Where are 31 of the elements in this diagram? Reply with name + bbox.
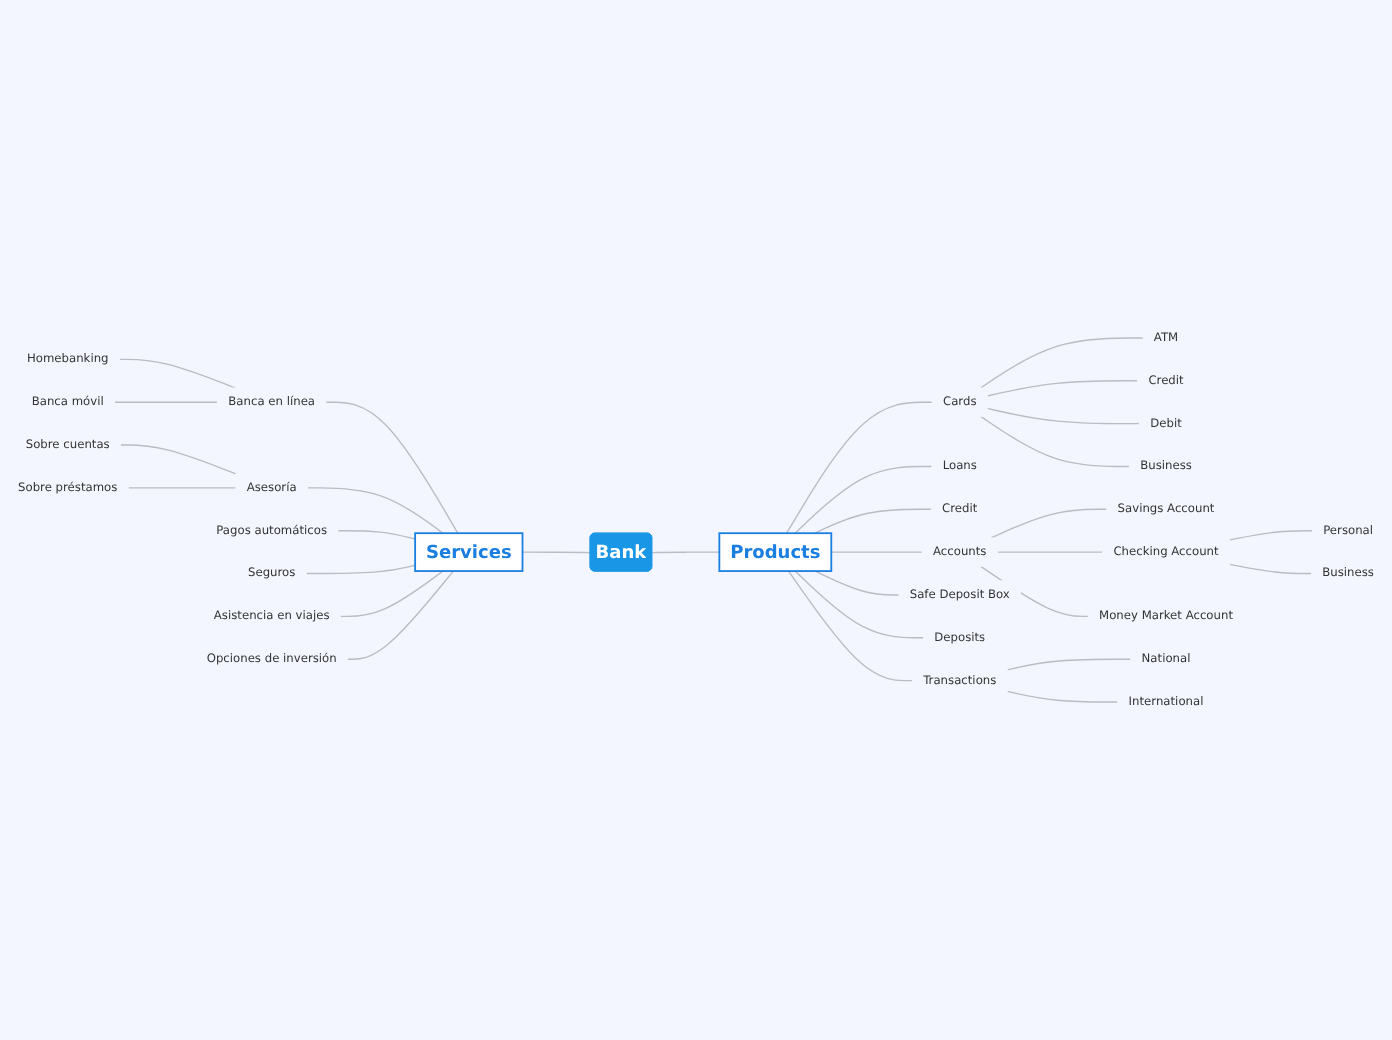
connector [794,570,925,639]
connector [651,551,721,554]
connector [118,358,236,389]
connector [337,530,416,540]
connector [346,570,455,660]
connector [787,570,913,682]
connector [814,508,932,534]
connector [814,570,900,596]
connector [305,564,416,575]
connector [986,407,1141,425]
connector [990,508,1108,539]
connector [786,401,933,534]
connector [1228,530,1314,541]
connector [1228,563,1313,575]
connector [325,401,459,534]
connector [119,444,237,475]
connector [980,415,1131,468]
connector [306,487,444,534]
connector [521,551,592,554]
connector [1006,690,1119,703]
connector [339,570,444,618]
connector [794,465,933,534]
connector [996,551,1104,553]
node-box: Services [414,532,524,572]
connector [1006,658,1132,671]
connector [830,551,923,553]
connector [113,401,219,403]
connector [986,380,1139,397]
node-box: Products [718,532,833,572]
connector [980,337,1144,389]
connector [127,487,237,489]
